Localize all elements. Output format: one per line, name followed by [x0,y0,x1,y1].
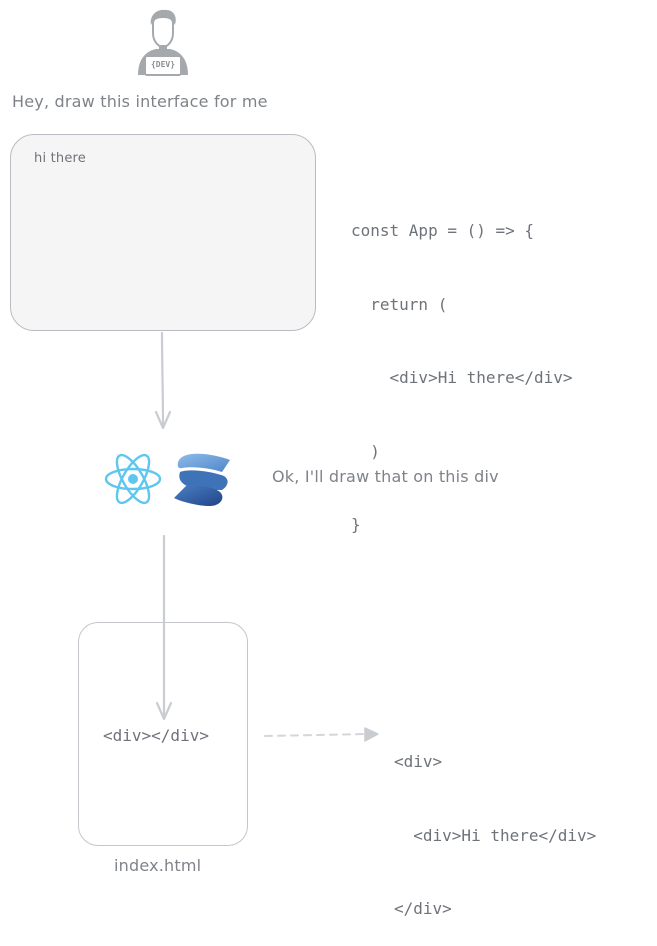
react-logo-icon [104,452,162,506]
html-div-content: <div></div> [103,726,209,745]
arrow-mockup-to-frameworks [154,331,172,430]
developer-avatar-icon: {DEV} [134,9,192,77]
framework-reply-text: Ok, I'll draw that on this div [272,467,499,486]
output-line: </div> [394,899,452,918]
arrow-frameworks-to-html [155,534,173,721]
index-html-label: index.html [114,856,202,875]
output-line: <div> [394,752,443,771]
dev-badge: {DEV} [150,60,176,69]
dev-request-text: Hey, draw this interface for me [12,92,268,111]
code-line: } [351,515,361,534]
mockup-text: hi there [34,151,86,166]
arrow-html-to-output [264,727,379,742]
component-code: const App = () => { return ( <div>Hi the… [351,170,573,562]
code-line: const App = () => { [351,221,535,240]
code-line: ) [351,441,380,461]
arrows-layer [154,331,379,742]
interface-mockup-box: hi there [10,134,316,331]
output-line: <div>Hi there</div> [394,825,597,845]
solidjs-logo-icon [170,450,234,508]
code-line: return ( [351,294,448,314]
code-line: <div>Hi there</div> [351,368,573,387]
